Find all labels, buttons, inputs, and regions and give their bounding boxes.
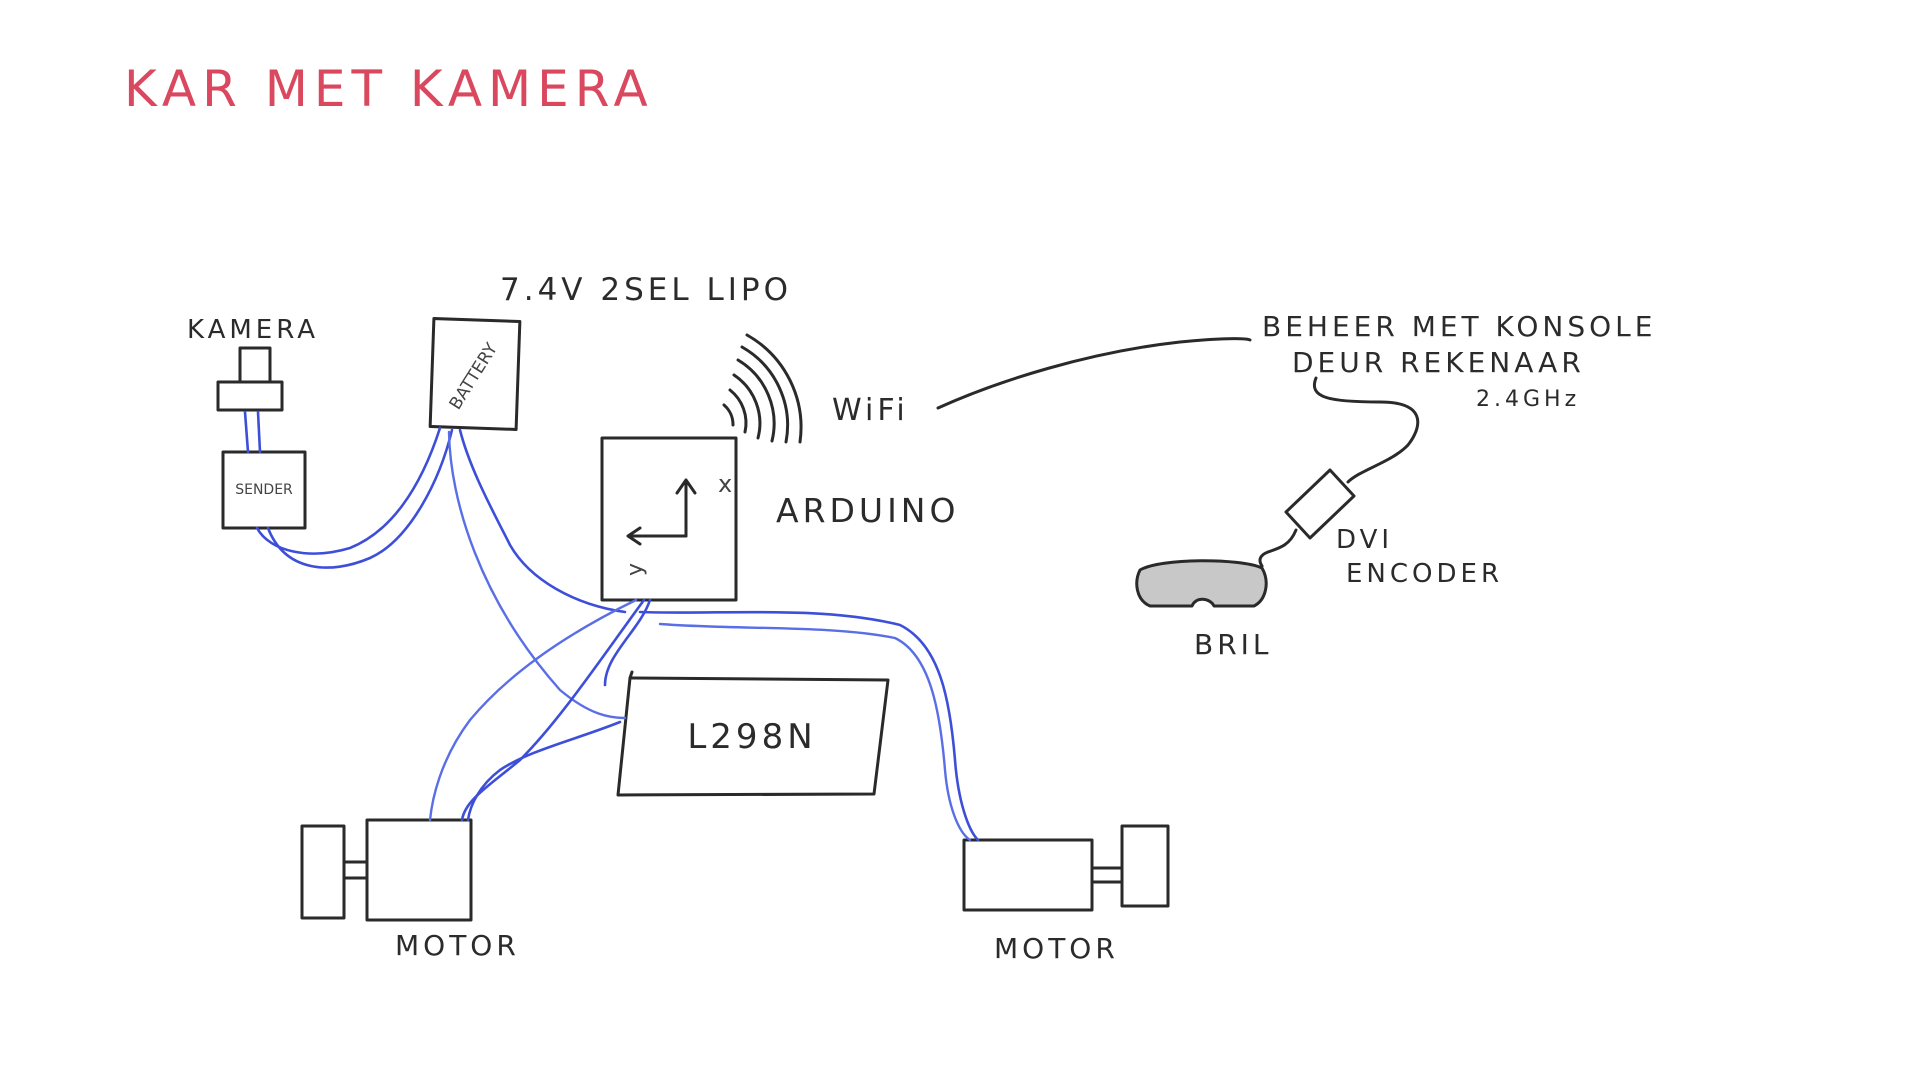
battery-spec-label: 7.4V 2SEL LIPO (500, 272, 792, 308)
frequency-label: 2.4GHz (1476, 387, 1580, 412)
goggles-cable (1258, 528, 1298, 568)
motor-right (962, 824, 1170, 912)
control-label-line2: DEUR REKENAAR (1292, 346, 1585, 379)
kamera-label: KAMERA (187, 315, 319, 345)
goggles-label: BRIL (1194, 628, 1273, 661)
motor-left-label: MOTOR (395, 929, 520, 962)
sender-box: SENDER (221, 450, 307, 530)
arduino-box: x y (600, 436, 738, 602)
wifi-link-line (936, 337, 1252, 410)
encoder-label-line1: DVI (1336, 525, 1393, 555)
diagram-title: KAR MET KAMERA (124, 60, 654, 118)
console-cable (1313, 376, 1420, 484)
wifi-label: WiFi (832, 393, 909, 428)
battery-box: BATTERY (428, 317, 522, 431)
wifi-icon (722, 333, 803, 444)
wiring (243, 410, 980, 842)
l298n-label: L298N (687, 717, 816, 757)
sender-label: SENDER (235, 482, 293, 498)
axis-x-label: x (718, 470, 732, 498)
encoder-label-line2: ENCODER (1346, 559, 1503, 589)
goggles-icon (1135, 559, 1268, 608)
motor-left (300, 818, 473, 922)
battery-label: BATTERY (446, 339, 503, 413)
camera-icon (216, 346, 284, 412)
l298n-box (616, 670, 890, 797)
motor-right-label: MOTOR (994, 932, 1119, 965)
arduino-label: ARDUINO (776, 491, 959, 530)
control-label-line1: BEHEER MET KONSOLE (1262, 310, 1656, 343)
dvi-encoder-box (1284, 468, 1356, 540)
axis-y-label: y (623, 563, 648, 576)
